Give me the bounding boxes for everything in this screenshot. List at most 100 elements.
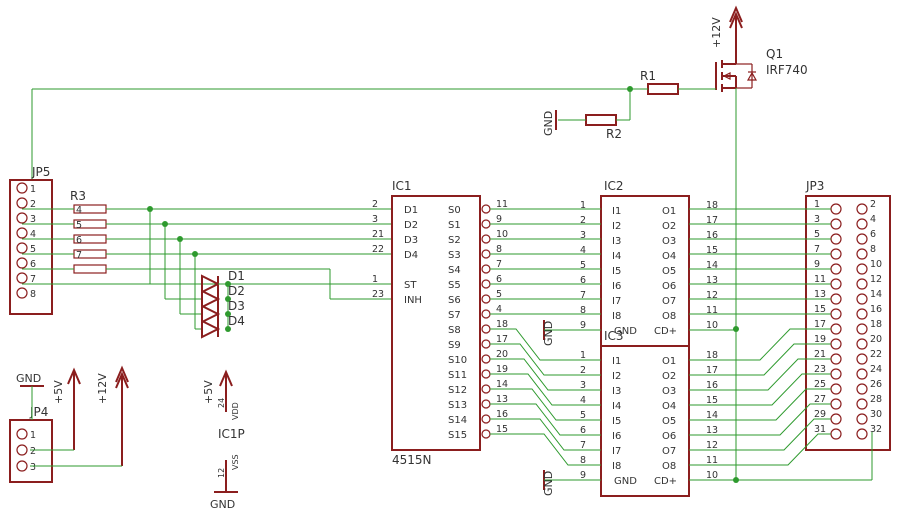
jp3-pin-number: 14: [870, 289, 882, 300]
ic3-input-number: 1: [580, 350, 586, 361]
jp3-pin-number: 19: [814, 334, 826, 345]
ic1-to-ic3-wires: [490, 328, 601, 466]
jp3-pin: [830, 353, 842, 365]
body-diode-icon: [746, 71, 758, 81]
ic1-right-pin-name: S9: [448, 340, 461, 351]
jp3-pin: [830, 323, 842, 335]
jp3-pin: [830, 368, 842, 380]
jp3-pin: [830, 338, 842, 350]
ic3-input-name: I1: [612, 356, 621, 367]
jp3-pin-number: 22: [870, 349, 882, 360]
ic1-right-pin-name: S0: [448, 205, 461, 216]
jp3-pin-number: 13: [814, 289, 826, 300]
jp3-pin-number: 9: [814, 259, 820, 270]
jp3-pin: [830, 218, 842, 230]
ic3-output-number: 12: [706, 440, 718, 451]
jp3-pin: [856, 428, 868, 440]
ic1-left-pin-number: 2: [372, 199, 378, 210]
ic1-inverted-output: [481, 339, 491, 349]
jp3-pin: [856, 383, 868, 395]
jp4-pin: [16, 460, 28, 472]
ic1-inverted-output: [481, 264, 491, 274]
ic3-output-name: O8: [662, 461, 676, 472]
ic3-input-name: I8: [612, 461, 621, 472]
diode-label: D2: [228, 284, 245, 298]
jp3-pin: [856, 308, 868, 320]
r3-pin-number: 5: [76, 220, 82, 231]
ic1-left-pin-number: 1: [372, 274, 378, 285]
ic1p-gnd-label: GND: [210, 498, 235, 511]
ic1p-pin24: 24: [217, 398, 226, 408]
jp5-label: JP5: [31, 165, 50, 179]
jp4-connector: JP4 123 GND +5V +12V: [9, 365, 129, 483]
ic1p-pin12: 12: [217, 468, 226, 478]
ic1-right-pin-name: S15: [448, 430, 467, 441]
ic2-output-number: 16: [706, 230, 718, 241]
jp4-gnd-label: GND: [16, 372, 41, 385]
ic1-inverted-output: [481, 294, 491, 304]
ic2-output-name: O3: [662, 236, 676, 247]
jp3-pin-number: 28: [870, 394, 882, 405]
ic2-input-number: 2: [580, 215, 586, 226]
ic2-driver: IC2I11O118I22O217I33O316I44O415I55O514I6…: [542, 179, 736, 347]
diode-label: D1: [228, 269, 245, 283]
ic1p-plus5v-label: +5V: [202, 380, 215, 404]
jp5-pin-number: 1: [30, 184, 36, 195]
ic1-inverted-output: [481, 429, 491, 439]
ic3-output-number: 14: [706, 410, 718, 421]
ic1-right-pin-number: 7: [496, 259, 502, 270]
ic3-output-number: 15: [706, 395, 718, 406]
jp3-pin-number: 32: [870, 424, 882, 435]
jp3-pin: [856, 203, 868, 215]
jp3-pin: [856, 323, 868, 335]
diode-label: D3: [228, 299, 245, 313]
ic1-right-pin-number: 10: [496, 229, 508, 240]
ic3-driver: IC3I11O118I22O217I33O316I44O415I55O514I6…: [542, 329, 736, 497]
ic3-cd-number: 10: [706, 470, 718, 481]
jp4-label: JP4: [29, 405, 48, 419]
ic1-left-pin-name: ST: [404, 280, 417, 291]
ic2-output-name: O1: [662, 206, 676, 217]
ic3-output-number: 16: [706, 380, 718, 391]
ic3-input-number: 4: [580, 395, 586, 406]
jp3-pin: [856, 353, 868, 365]
jp3-label: JP3: [805, 179, 824, 193]
jp5-pin-number: 5: [30, 244, 36, 255]
r3-pin-number: 4: [76, 205, 82, 216]
ic2-gnd-symbol-label: GND: [542, 321, 555, 346]
ic1-left-pin-name: INH: [404, 295, 422, 306]
ic1-right-pin-number: 16: [496, 409, 508, 420]
ic1-right-pin-number: 20: [496, 349, 508, 360]
jp3-pin: [830, 383, 842, 395]
jp5-pin: [16, 272, 28, 284]
ic1-label: IC1: [392, 179, 412, 193]
ic2-output-number: 11: [706, 305, 718, 316]
ic2-cd-number: 10: [706, 320, 718, 331]
ic1-right-pin-name: S8: [448, 325, 461, 336]
ic3-gnd-symbol-label: GND: [542, 471, 555, 496]
ic2-input-number: 4: [580, 245, 586, 256]
ic1-right-pin-number: 14: [496, 379, 508, 390]
ic3-input-name: I4: [612, 401, 621, 412]
jp5-pin-number: 8: [30, 289, 36, 300]
ic1-right-pin-number: 9: [496, 214, 502, 225]
ic3-output-name: O7: [662, 446, 676, 457]
ic1-inverted-output: [481, 309, 491, 319]
ic1-right-pin-number: 13: [496, 394, 508, 405]
ic1p-vss-label: VSS: [231, 454, 240, 470]
ic1-inverted-output: [481, 384, 491, 394]
jp3-pin: [830, 233, 842, 245]
jp5-pin-number: 7: [30, 274, 36, 285]
ic3-input-name: I3: [612, 386, 621, 397]
jp5-pin: [16, 287, 28, 299]
ic1-inverted-output: [481, 354, 491, 364]
jp3-pin-number: 10: [870, 259, 882, 270]
jp3-pin: [830, 263, 842, 275]
ic3-label: IC3: [604, 329, 624, 343]
ic3-gnd-number: 9: [580, 470, 586, 481]
ic1-right-pin-name: S10: [448, 355, 467, 366]
ic2-output-number: 14: [706, 260, 718, 271]
q1-value: IRF740: [766, 63, 808, 77]
